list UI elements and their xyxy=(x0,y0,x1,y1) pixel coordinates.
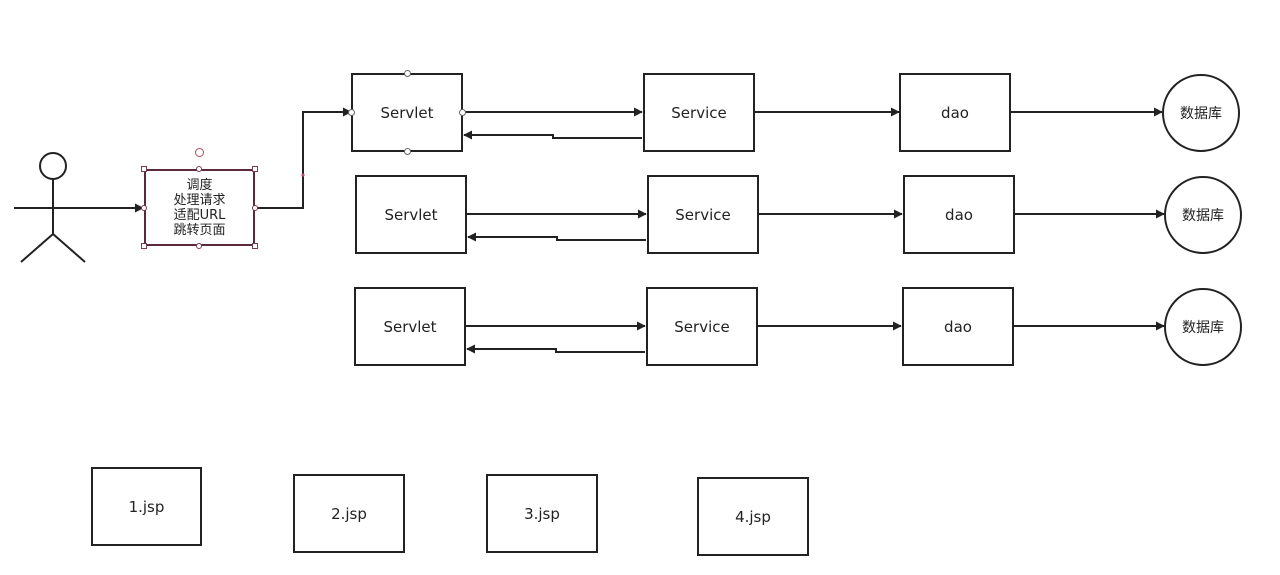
row1-service-to-servlet-arrow[interactable] xyxy=(463,130,642,140)
service-box[interactable]: Service xyxy=(647,175,759,254)
resize-handle[interactable] xyxy=(252,205,258,211)
dispatcher-line-3: 适配URL xyxy=(173,207,226,223)
database-node[interactable]: 数据库 xyxy=(1162,74,1240,152)
dispatcher-to-servlet-arrow[interactable] xyxy=(255,107,352,209)
jsp-page-box[interactable]: 4.jsp xyxy=(697,477,809,556)
connection-point[interactable] xyxy=(404,148,411,155)
database-node[interactable]: 数据库 xyxy=(1164,176,1242,254)
servlet-label: Servlet xyxy=(380,103,434,122)
service-label: Service xyxy=(671,103,727,122)
servlet-box[interactable]: Servlet xyxy=(354,287,466,366)
resize-handle[interactable] xyxy=(252,243,258,249)
dao-box[interactable]: dao xyxy=(903,175,1015,254)
service-box[interactable]: Service xyxy=(646,287,758,366)
database-node[interactable]: 数据库 xyxy=(1164,288,1242,366)
dispatcher-line-4: 跳转页面 xyxy=(173,222,226,238)
jsp-page-label: 1.jsp xyxy=(128,497,165,516)
row3-service-to-servlet-arrow[interactable] xyxy=(466,344,645,354)
jsp-page-box[interactable]: 2.jsp xyxy=(293,474,405,553)
dispatcher-box[interactable]: 调度 处理请求 适配URL 跳转页面 xyxy=(144,169,255,246)
connection-point[interactable] xyxy=(348,109,355,116)
dao-label: dao xyxy=(944,317,972,336)
database-label: 数据库 xyxy=(1180,106,1222,122)
actor-icon[interactable] xyxy=(14,152,92,263)
jsp-page-label: 3.jsp xyxy=(524,504,560,523)
jsp-page-label: 2.jsp xyxy=(331,504,367,523)
servlet-box[interactable]: Servlet xyxy=(355,175,467,254)
servlet-label: Servlet xyxy=(383,317,437,336)
jsp-page-label: 4.jsp xyxy=(735,507,771,526)
resize-handle[interactable] xyxy=(196,166,202,172)
servlet-box[interactable]: Servlet xyxy=(351,73,463,152)
connection-point[interactable] xyxy=(459,109,466,116)
connector-waypoint xyxy=(301,173,305,177)
service-box[interactable]: Service xyxy=(643,73,755,152)
dispatcher-line-1: 调度 xyxy=(186,177,213,193)
resize-handle[interactable] xyxy=(252,166,258,172)
resize-handle[interactable] xyxy=(141,205,147,211)
service-label: Service xyxy=(674,317,730,336)
dao-box[interactable]: dao xyxy=(902,287,1014,366)
database-label: 数据库 xyxy=(1182,320,1224,336)
resize-handle[interactable] xyxy=(141,166,147,172)
jsp-page-box[interactable]: 3.jsp xyxy=(486,474,598,553)
jsp-page-box[interactable]: 1.jsp xyxy=(91,467,202,546)
database-label: 数据库 xyxy=(1182,208,1224,224)
dao-label: dao xyxy=(945,205,973,224)
dao-label: dao xyxy=(941,103,969,122)
service-label: Service xyxy=(675,205,731,224)
dispatcher-line-2: 处理请求 xyxy=(173,192,226,208)
resize-handle[interactable] xyxy=(196,243,202,249)
connection-point[interactable] xyxy=(404,70,411,77)
resize-handle[interactable] xyxy=(141,243,147,249)
servlet-label: Servlet xyxy=(384,205,438,224)
rotate-handle[interactable] xyxy=(195,148,204,157)
row2-service-to-servlet-arrow[interactable] xyxy=(467,232,646,242)
dao-box[interactable]: dao xyxy=(899,73,1011,152)
